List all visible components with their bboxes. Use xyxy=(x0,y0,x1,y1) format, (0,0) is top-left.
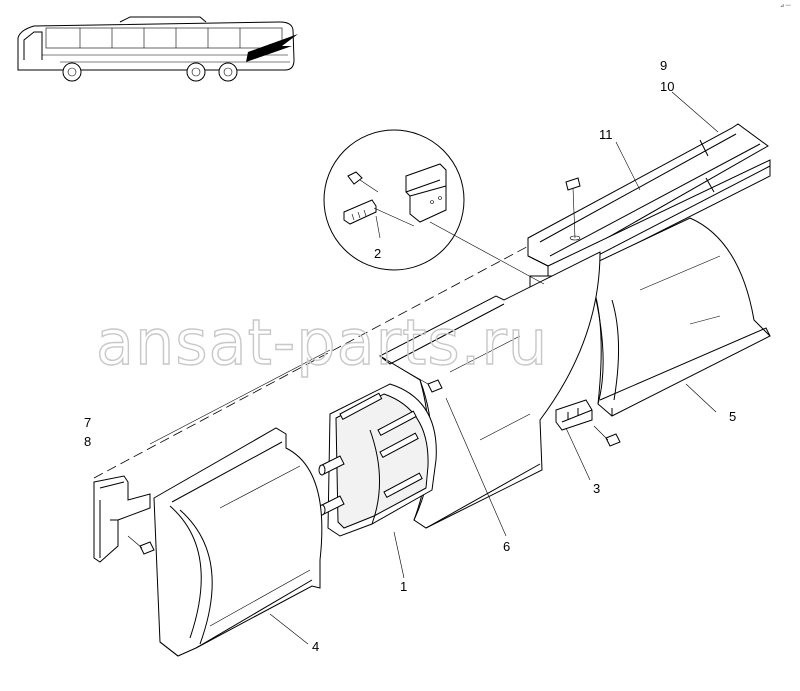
detail-magnifier xyxy=(323,129,545,285)
alignment-guide-line xyxy=(93,241,537,479)
callout-1: 1 xyxy=(400,579,407,594)
callout-3: 3 xyxy=(593,481,600,496)
heater-core-part xyxy=(318,383,437,537)
front-cover-part xyxy=(153,427,323,657)
callout-2: 2 xyxy=(374,246,381,261)
watermark: ansat-parts.ru xyxy=(96,306,548,379)
callout-4: 4 xyxy=(312,639,319,654)
callout-labels: 9 10 11 2 5 7 8 3 6 1 4 xyxy=(84,58,736,654)
callout-10: 10 xyxy=(660,79,674,94)
leader-lines xyxy=(269,91,719,645)
callout-7: 7 xyxy=(84,415,91,430)
alignment-guide-line-2 xyxy=(149,349,331,445)
bus-locator-icon xyxy=(17,16,298,82)
rail-screw xyxy=(565,177,581,241)
corner-mark: ⊿ ▫▫▫ xyxy=(780,3,791,9)
left-bracket-part xyxy=(93,475,155,563)
callout-9: 9 xyxy=(660,58,667,73)
callout-5: 5 xyxy=(729,409,736,424)
core-screw xyxy=(399,367,443,393)
callout-6: 6 xyxy=(503,539,510,554)
small-bracket-part xyxy=(555,399,621,447)
callout-11: 11 xyxy=(599,127,613,142)
right-cover-part xyxy=(575,217,771,417)
callout-8: 8 xyxy=(84,434,91,449)
